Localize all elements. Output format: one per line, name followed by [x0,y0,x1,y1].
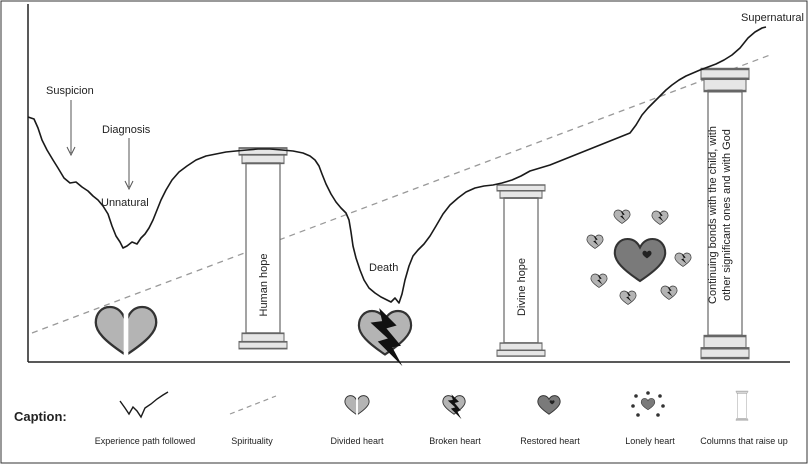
caption-experience-path: Experience path followed [95,436,196,446]
supernatural-label: Supernatural [741,12,804,24]
pillar-human-hope [237,146,289,350]
caption-restored-heart: Restored heart [520,436,580,446]
caption-lonely-heart-icon [631,391,665,417]
caption-spirituality: Spirituality [231,436,273,446]
caption-divided-heart-icon [344,395,370,415]
caption-restored-heart-icon [537,395,561,415]
broken-heart-icon [357,308,413,367]
caption-title: Caption: [14,409,67,424]
caption-broken-heart-icon [442,394,466,420]
restored-heart-icon [613,237,667,283]
divided-heart-icon [94,305,158,355]
continuing-bonds-label-2: other significant ones and with God [721,129,733,301]
caption-spirituality-sample [229,395,277,415]
continuing-bonds-label-1: Continuing bonds with the child, with [707,126,719,304]
death-label: Death [369,262,398,274]
caption-broken-heart: Broken heart [429,436,481,446]
caption-lonely-heart: Lonely heart [625,436,675,446]
caption-divided-heart: Divided heart [330,436,384,446]
diagnosis-label: Diagnosis [102,124,151,136]
unnatural-label: Unnatural [101,197,149,209]
lonely-hearts-ring [586,209,692,305]
caption-column-icon [735,390,749,421]
suspicion-arrowhead [66,146,76,157]
suspicion-label: Suspicion [46,85,94,97]
caption-columns: Columns that raise up [700,436,788,446]
diagnosis-arrowhead [124,180,134,191]
caption-path-sample [119,391,169,419]
experience-path-line [27,26,767,304]
divine-hope-label: Divine hope [516,258,528,316]
human-hope-label: Human hope [258,254,270,317]
